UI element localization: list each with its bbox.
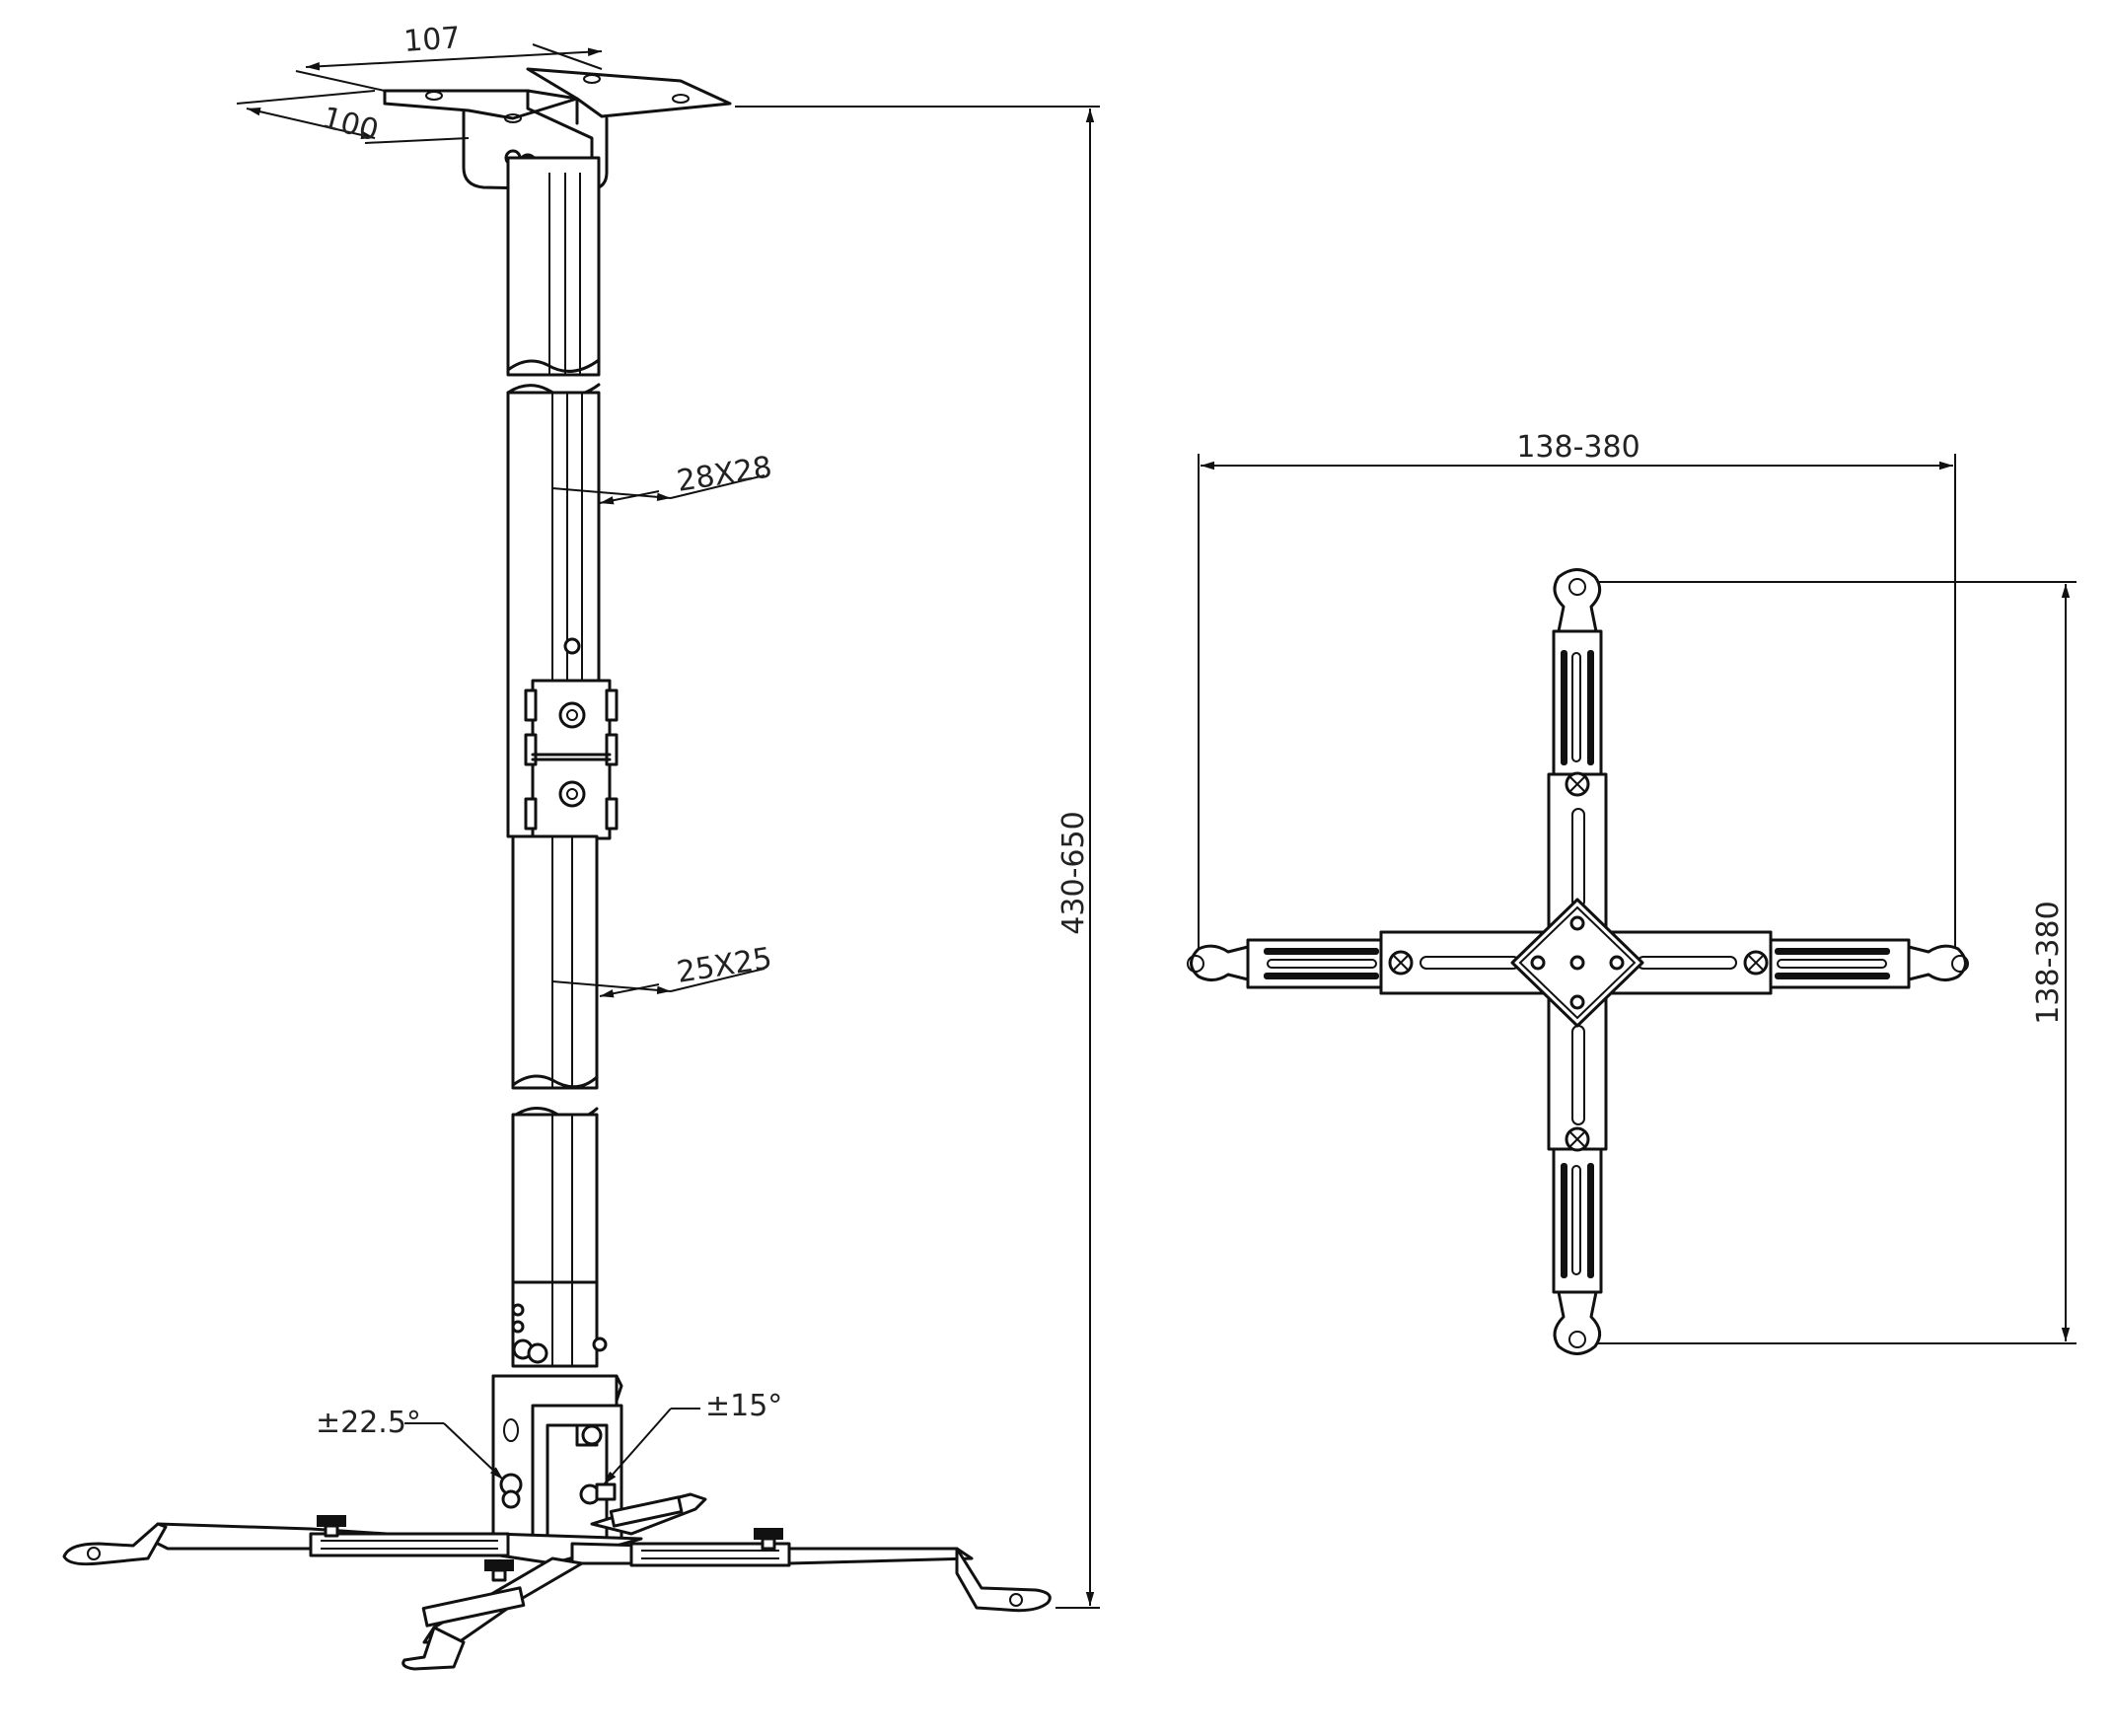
dimension-label: 138-380 (1516, 430, 1639, 465)
dimension-horizontal-span: 138-380 (1198, 430, 1956, 955)
dimension-label: 138-380 (2031, 901, 2066, 1024)
dimension-total-height: 430-650 (735, 106, 1100, 1609)
dimension-label: 100 (319, 101, 382, 149)
wing-nut-icon (754, 1528, 783, 1551)
center-plate (1510, 898, 1644, 1028)
tilt-angle-callout: ±22.5° (316, 1406, 504, 1481)
base-legs (62, 1492, 1052, 1671)
tube-clamp (524, 679, 619, 840)
dimension-label: 28X28 (675, 450, 774, 499)
dimension-label: 430-650 (1056, 811, 1091, 934)
dimension-label: 107 (402, 21, 462, 59)
dimension-vertical-span: 138-380 (1583, 581, 2077, 1344)
angle-label: ±15° (705, 1389, 782, 1423)
top-view: 138-380 138-380 (1187, 430, 2077, 1355)
swivel-angle-callout: ±15° (603, 1389, 782, 1485)
wing-nut-icon (317, 1515, 346, 1538)
wing-nut-icon (484, 1559, 514, 1582)
inner-tube (511, 834, 608, 1368)
angle-label: ±22.5° (316, 1406, 421, 1440)
dimension-label: 25X25 (675, 941, 774, 990)
side-view: 107 100 28X28 25X25 430-650 (62, 21, 1100, 1671)
dimension-plate-width: 107 (295, 21, 603, 92)
